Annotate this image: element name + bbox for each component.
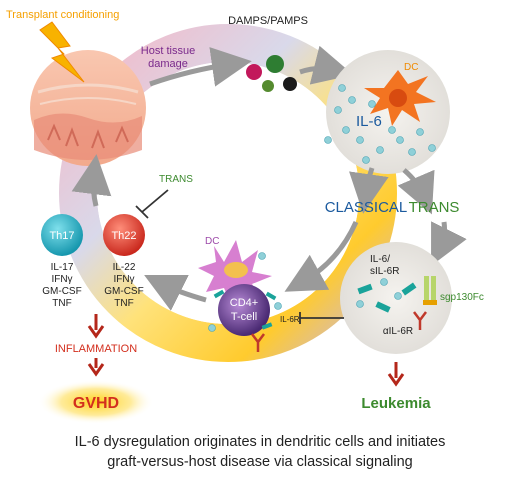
il6-sil6r-label-2: sIL-6R	[370, 266, 399, 277]
inflammation-label: INFLAMMATION	[55, 343, 137, 355]
th17-label: Th17	[49, 230, 74, 242]
th22-cytokine-1: IL-22	[113, 262, 136, 273]
il6-particles-panel	[356, 278, 402, 308]
dendritic-cell-icon	[364, 70, 436, 126]
dc-bottom-label: DC	[205, 236, 219, 247]
trans-label: TRANS	[409, 199, 460, 216]
th17-cytokine-4: TNF	[52, 298, 71, 309]
th22-cytokine-2: IFNγ	[113, 274, 134, 285]
host-damage-label-2: damage	[148, 58, 188, 70]
arrow-tissue-to-damps	[149, 47, 252, 87]
caption-line-2: graft-versus-host disease via classical …	[107, 454, 413, 470]
arrow-th-to-tissue	[71, 154, 112, 207]
th22-cell	[103, 214, 145, 256]
arrow-down-leukemia	[387, 362, 405, 387]
classical-label: CLASSICAL	[325, 199, 408, 216]
th22-label: Th22	[111, 230, 136, 242]
cd4-label-2: T-cell	[231, 311, 257, 323]
th22-cytokine-3: GM-CSF	[104, 286, 143, 297]
cd4-label-1: CD4+	[230, 297, 258, 309]
th17-cytokine-3: GM-CSF	[42, 286, 81, 297]
antibody-bottom-icon	[251, 333, 265, 352]
transplant-label: Transplant conditioning	[6, 9, 119, 21]
damps-label: DAMPS/PAMPS	[228, 15, 308, 27]
il6-sil6r-label-1: IL-6/	[370, 254, 390, 265]
figure-caption: IL-6 dysregulation originates in dendrit…	[0, 432, 520, 472]
antibody-icon	[413, 311, 427, 330]
gvhd-label: GVHD	[73, 395, 119, 412]
arrow-tcell-to-th	[144, 275, 207, 311]
dc-panel	[326, 50, 450, 174]
host-tissue-illustration	[30, 50, 146, 166]
arrow-dc-to-classical	[349, 167, 389, 214]
il6r-label: IL-6R	[280, 315, 300, 324]
trans-inhibit-label: TRANS	[159, 174, 193, 185]
th17-cell	[41, 214, 83, 256]
gvhd-glow	[38, 380, 154, 424]
arrow-trans-to-panel	[431, 221, 467, 266]
arrow-classical-to-tcell	[284, 220, 359, 292]
sgp130fc-label: sgp130Fc	[440, 292, 484, 303]
th22-cytokine-4: TNF	[114, 298, 133, 309]
cd4-tcell	[218, 284, 270, 336]
ail6r-label: αIL-6R	[383, 326, 413, 337]
arrow-down-inflammation	[87, 314, 105, 339]
th17-cytokine-2: IFNγ	[51, 274, 72, 285]
arrow-damps-to-dc	[299, 45, 354, 85]
sgp130fc-icon	[423, 276, 437, 305]
dc-top-label: DC	[404, 62, 418, 73]
host-damage-label-1: Host tissue	[141, 45, 195, 57]
damps-particles-icon	[246, 55, 297, 92]
arrow-down-gvhd	[87, 358, 105, 377]
leukemia-label: Leukemia	[361, 395, 431, 412]
il6-label: IL-6	[356, 113, 382, 130]
th17-cytokine-1: IL-17	[51, 262, 74, 273]
il6-particles	[324, 84, 436, 164]
inhibition-trans-to-th22	[141, 189, 169, 213]
lightning-icon	[39, 21, 85, 83]
il6r-receptor-icons	[213, 289, 277, 330]
caption-line-1: IL-6 dysregulation originates in dendrit…	[74, 434, 446, 450]
sil6r-complex-icons	[357, 282, 417, 313]
arrow-dc-to-trans	[397, 168, 435, 215]
